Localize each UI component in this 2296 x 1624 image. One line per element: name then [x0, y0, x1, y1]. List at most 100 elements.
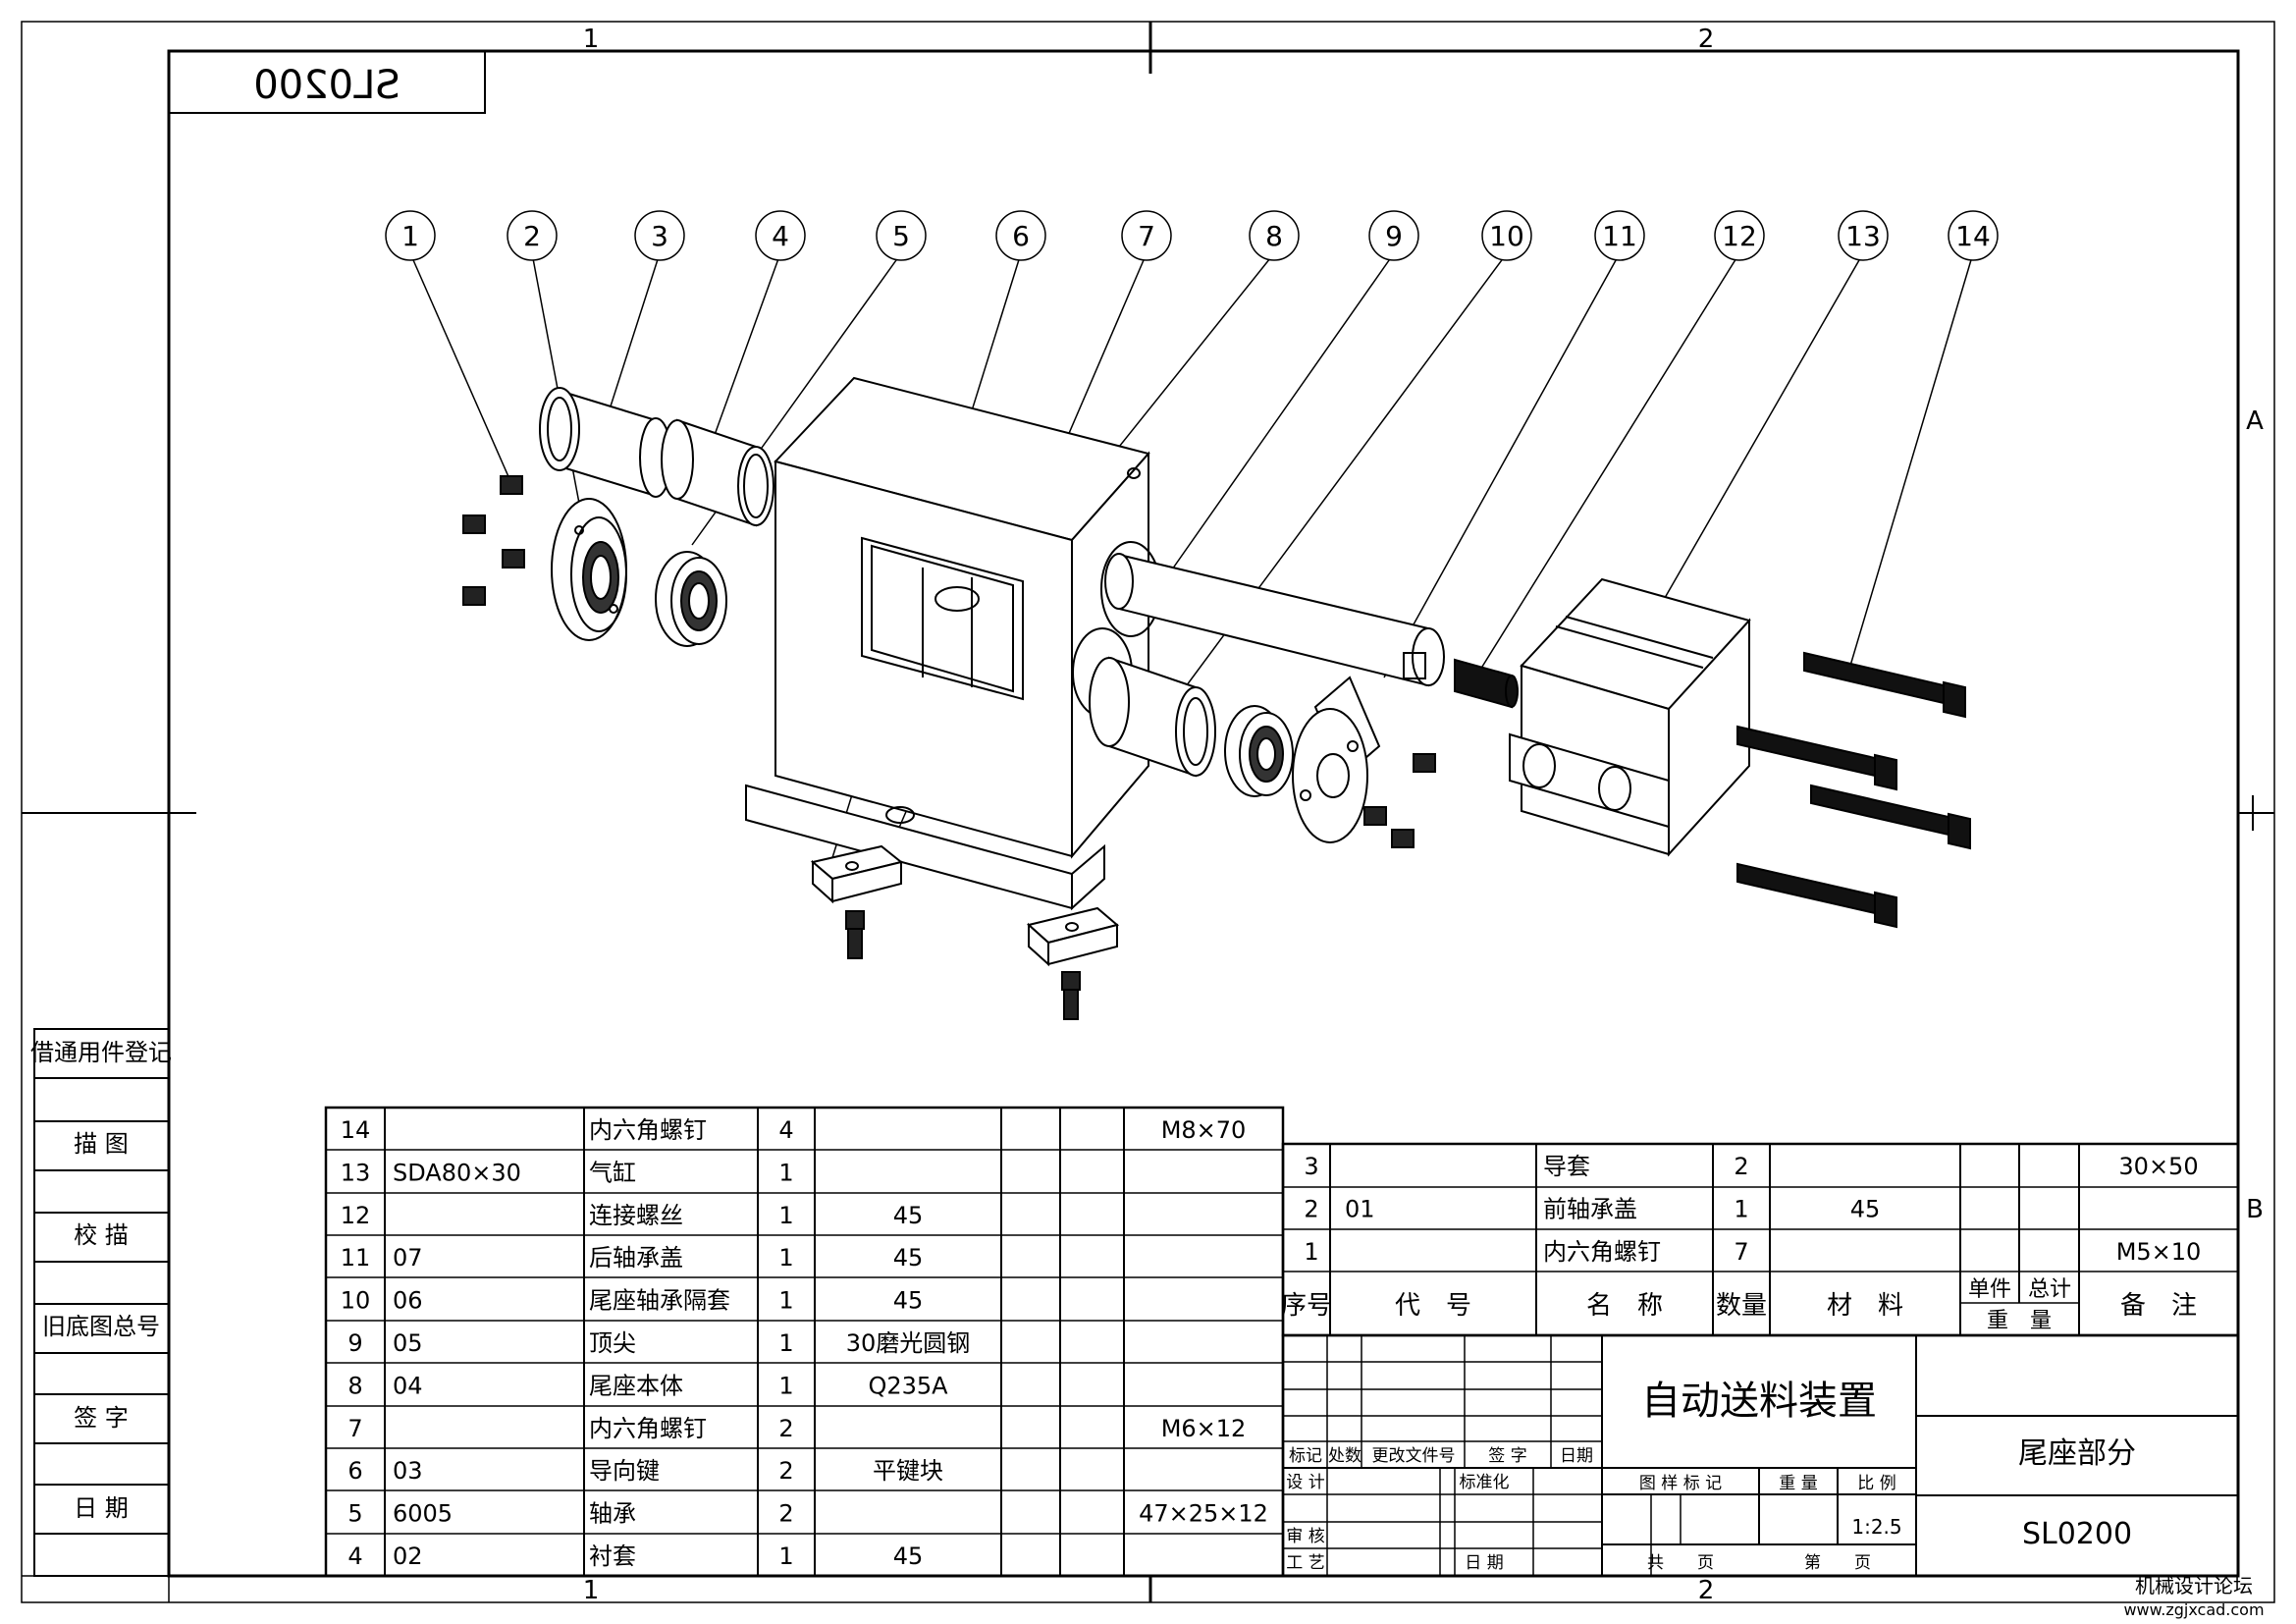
bom-cell-code: 03: [393, 1457, 423, 1485]
bom-cell-material: 30磨光圆钢: [846, 1329, 971, 1357]
bom-cell-qty: 1: [778, 1329, 793, 1357]
strip-label-check: 校 描: [74, 1221, 129, 1249]
balloon-label: 2: [523, 220, 541, 252]
strip-label-borrow: 借通用件登记: [30, 1039, 172, 1066]
bom-cell-qty: 1: [778, 1372, 793, 1399]
bom-cell-name: 内六角螺钉: [589, 1415, 707, 1442]
balloon-label: 13: [1845, 220, 1881, 252]
bom-cell-no: 5: [347, 1500, 362, 1528]
bom-cell-code: 07: [393, 1244, 423, 1272]
label-count: 处数: [1328, 1446, 1362, 1466]
drawing-title: 自动送料装置: [1641, 1379, 1877, 1424]
balloon-label: 9: [1385, 220, 1403, 252]
mirrored-drawing-number: SL0200: [253, 63, 400, 108]
bom-cell-no: 9: [347, 1329, 362, 1357]
mirrored-number-box: [168, 50, 486, 114]
guide-sleeve: [539, 387, 672, 498]
bom-cell-name: 尾座轴承隔套: [589, 1287, 730, 1315]
bom-cell-material: 45: [893, 1202, 924, 1229]
bom-header-no: 序号: [1281, 1291, 1332, 1321]
rear-bearing-cover: [1292, 676, 1381, 843]
scale-value: 1:2.5: [1851, 1515, 1901, 1539]
bom-cell-name: 内六角螺钉: [589, 1116, 707, 1144]
bom-cell-no: 8: [347, 1372, 362, 1399]
balloon-label: 4: [772, 220, 789, 252]
zone-col-2-bottom: 2: [1698, 1576, 1715, 1605]
bom-cell-no: 3: [1304, 1153, 1318, 1180]
watermark-name: 机械设计论坛: [2135, 1574, 2253, 1597]
bom-header-total: 总计: [2028, 1277, 2071, 1302]
center-shaft: [1104, 553, 1445, 687]
bom-cell-no: 6: [347, 1457, 362, 1485]
bom-cell-note: M8×70: [1161, 1116, 1247, 1144]
label-sheet-no: 第 页: [1804, 1553, 1871, 1573]
bom-cell-code: 05: [393, 1329, 423, 1357]
bom-cell-qty: 2: [1734, 1153, 1748, 1180]
connecting-screw: [1454, 658, 1519, 709]
bom-cell-qty: 1: [778, 1202, 793, 1229]
bom-cell-no: 12: [341, 1202, 371, 1229]
left-strip: [33, 1028, 170, 1577]
bom-cell-no: 14: [341, 1116, 371, 1144]
bom-header-name: 名 称: [1586, 1291, 1663, 1321]
bom-cell-code: 04: [393, 1372, 423, 1399]
bom-header-note: 备 注: [2120, 1291, 2197, 1321]
bom-cell-name: 连接螺丝: [589, 1202, 683, 1229]
bom-header: 序号 代 号 名 称 数量 材 料 单件 总计 重 量 备 注: [1281, 1277, 2197, 1333]
balloon: [755, 210, 806, 261]
bom-cell-qty: 1: [778, 1159, 793, 1186]
bom-cell-code: 01: [1345, 1195, 1375, 1222]
balloon: [507, 210, 558, 261]
strip-label-sign: 签 字: [74, 1404, 129, 1432]
bom-cell-material: 平键块: [873, 1457, 943, 1485]
bom-cell-note: M5×10: [2116, 1238, 2202, 1266]
bom-cell-qty: 2: [778, 1415, 793, 1442]
balloon: [1714, 210, 1765, 261]
bom-header-weight: 重 量: [1987, 1309, 2052, 1333]
bom-cell-code: SDA80×30: [393, 1159, 521, 1186]
label-weight: 重 量: [1779, 1474, 1817, 1493]
guide-keys: [810, 844, 1120, 967]
label-review: 审 核: [1286, 1527, 1324, 1546]
bom-cell-name: 尾座本体: [589, 1372, 683, 1399]
bom-cell-name: 导向键: [589, 1457, 660, 1485]
label-mark: 标记: [1289, 1446, 1322, 1466]
balloon: [1121, 210, 1172, 261]
bearing-front: [655, 551, 727, 647]
bom-cell-qty: 4: [778, 1116, 793, 1144]
label-change-doc: 更改文件号: [1372, 1446, 1456, 1466]
bom-cell-note: M6×12: [1161, 1415, 1247, 1442]
label-process: 工 艺: [1286, 1553, 1324, 1573]
watermark-url: www.zgjxcad.com: [2123, 1600, 2264, 1619]
balloon-label: 5: [892, 220, 910, 252]
bom-cell-material: 45: [893, 1287, 924, 1315]
label-stage-mark: 图 样 标 记: [1639, 1474, 1722, 1493]
key-screws: [845, 910, 1081, 1020]
zone-row-b: B: [2246, 1195, 2264, 1224]
bom-header-qty: 数量: [1716, 1291, 1767, 1321]
bom-cell-qty: 2: [778, 1500, 793, 1528]
bom-cell-name: 内六角螺钉: [1543, 1238, 1661, 1266]
bom-header-unit: 单件: [1968, 1277, 2011, 1302]
zone-row-a: A: [2246, 406, 2264, 436]
strip-label-old-number: 旧底图总号: [42, 1313, 160, 1340]
housing-body: [745, 376, 1161, 911]
small-screws: [462, 475, 1436, 848]
balloon-label: 1: [401, 220, 419, 252]
bom-cell-qty: 1: [778, 1543, 793, 1570]
balloon: [876, 210, 927, 261]
balloon-label: 10: [1489, 220, 1524, 252]
balloon: [1948, 210, 1999, 261]
bom-cell-no: 13: [341, 1159, 371, 1186]
bom-cell-name: 气缸: [589, 1159, 636, 1186]
bearing-rear: [1224, 705, 1294, 797]
bom-header-code: 代 号: [1395, 1291, 1471, 1321]
bom-cell-code: 6005: [393, 1500, 453, 1528]
bom-cell-name: 后轴承盖: [589, 1244, 683, 1272]
bom-cell-no: 10: [341, 1287, 371, 1315]
bom-cell-no: 2: [1304, 1195, 1318, 1222]
balloon-label: 3: [651, 220, 668, 252]
